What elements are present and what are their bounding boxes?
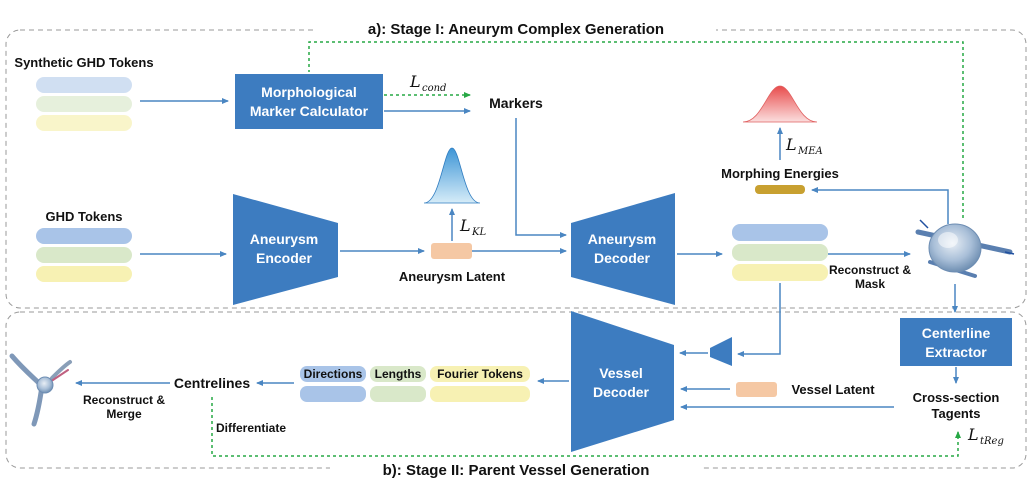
- lengths-token-2: [370, 386, 426, 402]
- morph-calc-line2: Marker Calculator: [250, 103, 369, 119]
- mea-gaussian: [742, 85, 818, 123]
- loss-kl-symbol: L: [459, 216, 471, 235]
- loss-kl-sub: KL: [471, 227, 486, 238]
- reconstruct-mask-line2: Mask: [855, 277, 885, 291]
- centerline-extractor-box: [900, 318, 1012, 366]
- fourier-token: [430, 366, 530, 382]
- mini-encoder: [710, 337, 732, 366]
- vessel-mesh: [9, 353, 72, 427]
- ghd-token-stack: [36, 228, 132, 282]
- green-feedback-bottom: [211, 397, 961, 457]
- ghd-token-green: [36, 247, 132, 263]
- vessel-decoder-line1: Vessel: [599, 365, 643, 381]
- directions-token-2: [300, 386, 366, 402]
- loss-mea-sub: MEA: [797, 146, 823, 157]
- aneurysm-encoder-line2: Encoder: [256, 250, 313, 266]
- lengths-token: [370, 366, 426, 382]
- directions-token: [300, 366, 366, 382]
- decoded-token-green: [732, 244, 828, 261]
- stage1-title: a): Stage I: Aneurym Complex Generation: [368, 21, 664, 38]
- synthetic-token-blue: [36, 77, 132, 93]
- reconstruct-merge-line2: Merge: [106, 407, 142, 421]
- cross-section-line2: Tagents: [932, 406, 981, 421]
- stage2-title: b): Stage II: Parent Vessel Generation: [383, 462, 650, 479]
- synthetic-token-yellow: [36, 115, 132, 131]
- aneurysm-encoder-line1: Aneurysm: [250, 231, 318, 247]
- aneurysm-latent-block: [431, 243, 472, 259]
- vessel-token-group: [300, 366, 530, 402]
- aneurysm-decoder: [571, 193, 675, 305]
- loss-cond-sub: cond: [422, 83, 446, 94]
- morph-calc-line1: Morphological: [261, 84, 357, 100]
- aneurysm-mesh: [915, 219, 1015, 278]
- directions-label: Directions: [304, 367, 363, 381]
- loss-cond-symbol: L: [409, 72, 421, 91]
- fourier-label: Fourier Tokens: [437, 367, 523, 381]
- aneurysm-encoder: [233, 194, 338, 305]
- decoded-token-yellow: [732, 264, 828, 281]
- kl-gaussian: [423, 147, 481, 204]
- centrelines-label: Centrelines: [174, 375, 250, 391]
- decoded-token-blue: [732, 224, 828, 241]
- aneurysm-decoder-line2: Decoder: [594, 250, 651, 266]
- vessel-decoder-line2: Decoder: [593, 384, 650, 400]
- vessel-decoder: [571, 311, 674, 452]
- differentiate-label: Differentiate: [216, 421, 286, 435]
- morphing-energies-label: Morphing Energies: [721, 166, 839, 181]
- centerline-extractor-line2: Extractor: [925, 344, 987, 360]
- cross-section-line1: Cross-section: [913, 390, 1000, 405]
- reconstruct-merge-line1: Reconstruct &: [83, 393, 165, 407]
- lengths-label: Lengths: [375, 367, 422, 381]
- ghd-tokens-label: GHD Tokens: [45, 209, 122, 224]
- morph-calc-box: [235, 74, 383, 129]
- aneurysm-decoder-line1: Aneurysm: [588, 231, 656, 247]
- aneurysm-latent-label: Aneurysm Latent: [399, 269, 506, 284]
- fourier-token-2: [430, 386, 530, 402]
- synthetic-token-green: [36, 96, 132, 112]
- markers-label: Markers: [489, 95, 543, 111]
- decoded-token-stack: [732, 224, 828, 281]
- reconstruct-mask-line1: Reconstruct &: [829, 263, 911, 277]
- synthetic-token-stack: [36, 77, 132, 131]
- loss-treg-symbol: L: [967, 425, 979, 444]
- vessel-latent-label: Vessel Latent: [791, 382, 875, 397]
- loss-mea-symbol: L: [785, 135, 797, 154]
- morphing-energy-bar: [755, 185, 805, 194]
- green-feedback-top: [308, 41, 964, 218]
- vessel-latent-block: [736, 382, 777, 397]
- ghd-token-yellow: [36, 266, 132, 282]
- ghd-token-blue: [36, 228, 132, 244]
- loss-treg-sub: tReg: [980, 436, 1004, 447]
- centerline-extractor-line1: Centerline: [922, 325, 991, 341]
- synthetic-tokens-label: Synthetic GHD Tokens: [14, 55, 153, 70]
